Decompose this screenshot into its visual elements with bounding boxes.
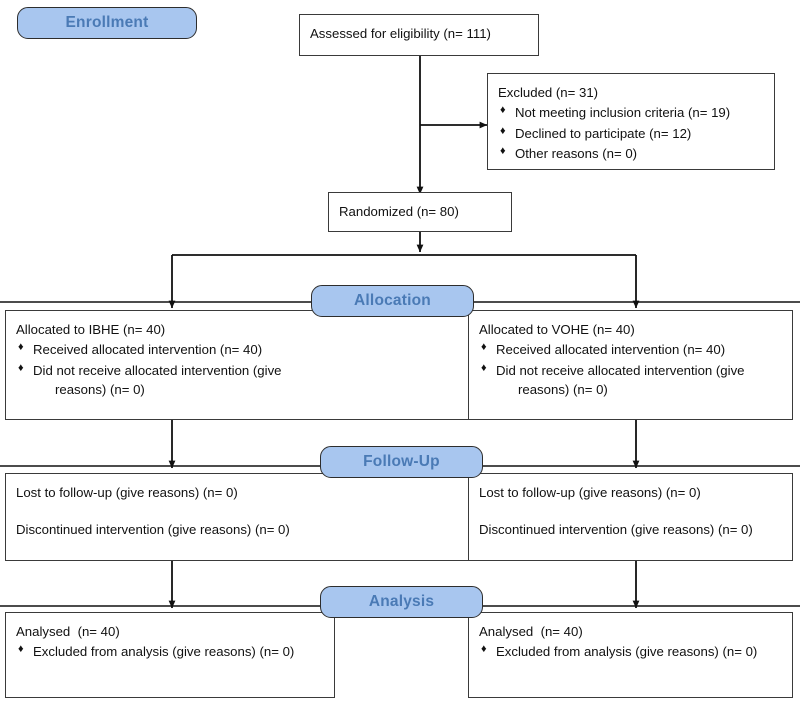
stage-label-enrollment: Enrollment [65,14,149,31]
list-item: ♦ Declined to participate (n= 12) [498,124,764,143]
stage-label-allocation: Allocation [354,292,431,309]
list-item-label: Received allocated intervention (n= 40) [33,342,263,358]
node-followup-right: Lost to follow-up (give reasons) (n= 0) … [468,473,793,561]
diamond-bullet-icon: ♦ [481,341,487,354]
diamond-bullet-icon: ♦ [500,124,506,137]
stage-badge-followup: Follow-Up [320,446,483,478]
node-assessed-for-eligibility: Assessed for eligibility (n= 111) [299,14,539,56]
stage-badge-allocation: Allocation [311,285,474,317]
randomized-text: Randomized (n= 80) [339,204,459,219]
stage-label-followup: Follow-Up [363,453,440,470]
node-analysis-left: Analysed (n= 40) ♦ Excluded from analysi… [5,612,335,698]
stage-badge-analysis: Analysis [320,586,483,618]
list-item-label: Received allocated intervention (n= 40) [496,342,726,358]
stage-badge-enrollment: Enrollment [17,7,197,39]
list-item-label: Excluded from analysis (give reasons) (n… [33,644,295,660]
list-item: ♦ Received allocated intervention (n= 40… [479,340,782,359]
list-item-label: Did not receive allocated intervention (… [33,362,282,378]
list-item-label: Excluded from analysis (give reasons) (n… [496,644,758,660]
followup-right-line2: Discontinued intervention (give reasons)… [479,522,753,538]
followup-left-line1: Lost to follow-up (give reasons) (n= 0) [16,485,238,500]
node-excluded: Excluded (n= 31) ♦ Not meeting inclusion… [487,73,775,170]
diamond-bullet-icon: ♦ [500,104,506,117]
list-item: ♦ Excluded from analysis (give reasons) … [479,642,782,661]
followup-right-line1: Lost to follow-up (give reasons) (n= 0) [479,485,701,500]
diamond-bullet-icon: ♦ [481,643,487,656]
allocated-left-bullet-list: ♦ Received allocated intervention (n= 40… [16,340,494,399]
assessed-text: Assessed for eligibility (n= 111) [310,26,491,41]
list-item-wrap-label: reasons) (n= 0) [518,382,608,398]
diamond-bullet-icon: ♦ [18,341,24,354]
allocated-left-heading: Allocated to IBHE (n= 40) [16,322,166,337]
list-item: ♦ Not meeting inclusion criteria (n= 19) [498,103,764,122]
list-item: ♦ Did not receive allocated intervention… [16,361,494,400]
analysis-left-bullet-list: ♦ Excluded from analysis (give reasons) … [16,642,324,661]
node-allocated-right: Allocated to VOHE (n= 40) ♦ Received all… [468,310,793,420]
list-item-label: Not meeting inclusion criteria (n= 19) [515,105,731,121]
node-randomized: Randomized (n= 80) [328,192,512,232]
list-item-label: Other reasons (n= 0) [515,146,638,162]
list-item-wrap-label: reasons) (n= 0) [55,382,145,398]
allocated-right-bullet-list: ♦ Received allocated intervention (n= 40… [479,340,782,399]
list-item: ♦ Excluded from analysis (give reasons) … [16,642,324,661]
diamond-bullet-icon: ♦ [18,361,24,374]
excluded-heading: Excluded (n= 31) [498,85,599,100]
allocated-right-heading: Allocated to VOHE (n= 40) [479,322,635,337]
node-allocated-left: Allocated to IBHE (n= 40) ♦ Received all… [5,310,505,420]
analysis-right-bullet-list: ♦ Excluded from analysis (give reasons) … [479,642,782,661]
followup-left-line2: Discontinued intervention (give reasons)… [16,522,290,538]
list-item-label: Did not receive allocated intervention (… [496,362,745,378]
diamond-bullet-icon: ♦ [18,643,24,656]
diamond-bullet-icon: ♦ [500,145,506,158]
excluded-bullet-list: ♦ Not meeting inclusion criteria (n= 19)… [498,103,764,163]
diamond-bullet-icon: ♦ [481,361,487,374]
node-analysis-right: Analysed (n= 40) ♦ Excluded from analysi… [468,612,793,698]
stage-label-analysis: Analysis [368,593,435,610]
analysis-left-heading: Analysed (n= 40) [16,624,120,639]
analysis-right-heading: Analysed (n= 40) [479,624,583,639]
list-item: ♦ Received allocated intervention (n= 40… [16,340,494,359]
list-item-label: Declined to participate (n= 12) [515,125,692,141]
list-item: ♦ Other reasons (n= 0) [498,144,764,163]
node-followup-left: Lost to follow-up (give reasons) (n= 0) … [5,473,505,561]
list-item: ♦ Did not receive allocated intervention… [479,361,782,400]
